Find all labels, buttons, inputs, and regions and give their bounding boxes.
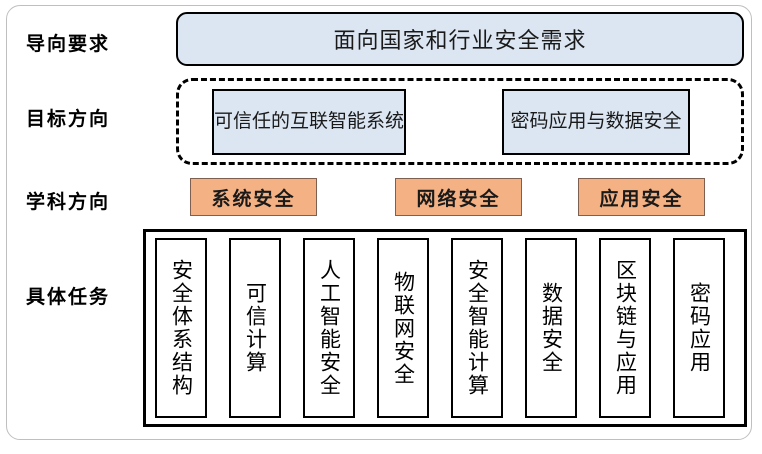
discipline-box-system-security: 系统安全 (190, 178, 317, 216)
task-label: 密码应用 (687, 282, 712, 374)
task-label: 物联网安全 (391, 270, 416, 386)
requirement-box: 面向国家和行业安全需求 (176, 12, 744, 66)
task-box-trusted-computing: 可信计算 (229, 238, 281, 418)
task-box-secure-intelligent-computing: 安全智能计算 (451, 238, 503, 418)
task-label: 数据安全 (539, 282, 564, 374)
task-label: 安全体系结构 (169, 259, 194, 397)
task-label: 安全智能计算 (465, 259, 490, 397)
task-frame (143, 229, 747, 427)
task-box-blockchain-and-application: 区块链与应用 (599, 238, 651, 418)
row-label-discipline: 学科方向 (26, 192, 111, 213)
discipline-box-application-security: 应用安全 (578, 178, 705, 216)
goal-box-trusted-interconnected-intelligent-system: 可信任的互联智能系统 (212, 89, 406, 155)
task-label: 可信计算 (243, 282, 268, 374)
task-label: 人工智能安全 (317, 259, 342, 397)
task-box-cryptography-application: 密码应用 (673, 238, 725, 418)
requirement-label: 面向国家和行业安全需求 (333, 28, 587, 53)
goal-group-dashed-border (176, 78, 744, 165)
task-box-ai-security: 人工智能安全 (303, 238, 355, 418)
task-box-security-architecture: 安全体系结构 (155, 238, 207, 418)
row-label-task: 具体任务 (26, 287, 111, 308)
goal-box-cryptography-and-data-security: 密码应用与数据安全 (502, 89, 690, 155)
row-label-requirement: 导向要求 (26, 34, 111, 55)
task-box-iot-security: 物联网安全 (377, 238, 429, 418)
task-box-data-security: 数据安全 (525, 238, 577, 418)
task-label: 区块链与应用 (613, 259, 638, 397)
row-label-goal: 目标方向 (26, 109, 111, 130)
discipline-box-network-security: 网络安全 (395, 178, 522, 216)
